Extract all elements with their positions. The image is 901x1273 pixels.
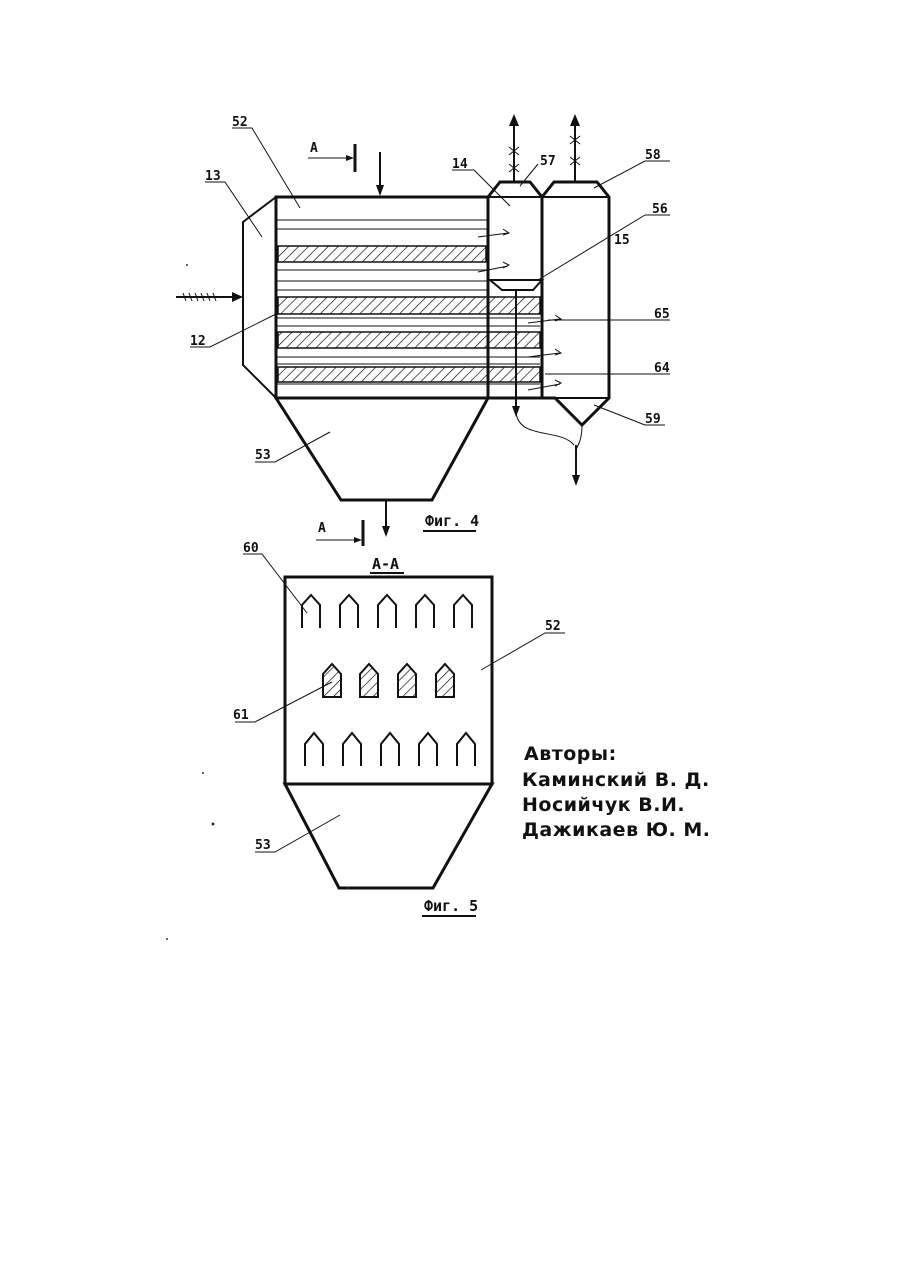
label-57: 57 bbox=[540, 154, 556, 169]
author-name: Носийчук В.И. bbox=[522, 794, 685, 816]
label-14: 14 bbox=[452, 157, 468, 172]
label-56: 56 bbox=[652, 202, 668, 217]
section-marker-top: А bbox=[308, 141, 355, 172]
baffle-row-bottom bbox=[305, 733, 475, 766]
figure-5: А-А bbox=[233, 541, 565, 916]
figure-5-caption: Фиг. 5 bbox=[424, 897, 478, 915]
inlet-arrow bbox=[176, 292, 243, 302]
section-marker-letter: А bbox=[310, 141, 318, 156]
section-title: А-А bbox=[372, 555, 399, 573]
section-marker-bottom: А bbox=[316, 520, 363, 546]
section-hopper bbox=[285, 784, 492, 888]
label-64: 64 bbox=[654, 361, 670, 376]
authors-heading: Авторы: bbox=[524, 743, 617, 765]
author-name: Каминский В. Д. bbox=[522, 769, 710, 791]
label-13: 13 bbox=[205, 169, 221, 184]
authors-block: Авторы: Каминский В. Д. Носийчук В.И. Да… bbox=[522, 743, 710, 841]
label-15: 15 bbox=[614, 233, 630, 248]
baffle-row-top bbox=[302, 595, 472, 628]
hatched-layers bbox=[278, 246, 540, 382]
label-58: 58 bbox=[645, 148, 661, 163]
author-name: Дажикаев Ю. М. bbox=[522, 819, 710, 841]
figure-4: А А 52 13 12 53 bbox=[176, 114, 670, 546]
label-61: 61 bbox=[233, 708, 249, 723]
section-chamber bbox=[285, 577, 492, 784]
hopper bbox=[276, 398, 488, 500]
figure-4-caption: Фиг. 4 bbox=[425, 512, 479, 530]
drain-lines bbox=[512, 290, 582, 486]
label-12: 12 bbox=[190, 334, 206, 349]
inlet-cone bbox=[243, 197, 276, 398]
label-65: 65 bbox=[654, 307, 670, 322]
label-53: 53 bbox=[255, 838, 271, 853]
label-52: 52 bbox=[545, 619, 561, 634]
section-marker-letter: А bbox=[318, 521, 326, 536]
baffle-row-middle bbox=[323, 664, 454, 697]
label-52: 52 bbox=[232, 115, 248, 130]
label-59: 59 bbox=[645, 412, 661, 427]
column-15 bbox=[542, 182, 609, 425]
leader-lines bbox=[190, 128, 670, 462]
exhaust-pipes bbox=[509, 114, 580, 182]
label-53: 53 bbox=[255, 448, 271, 463]
label-60: 60 bbox=[243, 541, 259, 556]
